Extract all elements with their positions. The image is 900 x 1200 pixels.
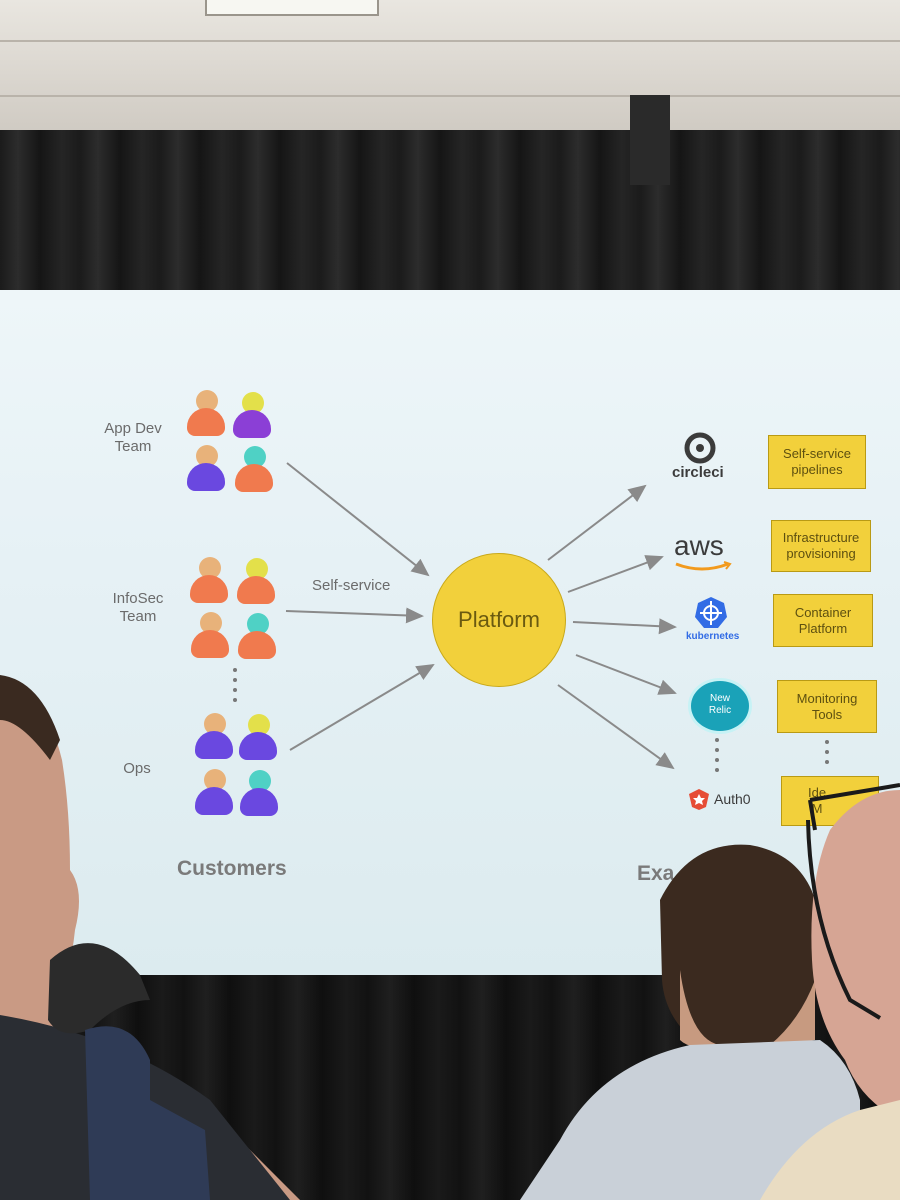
person-icon <box>237 558 277 606</box>
capability-line: Platform <box>798 620 848 636</box>
audience-shirt-right <box>760 1100 900 1200</box>
person-icon <box>238 613 278 661</box>
kubernetes-text: kubernetes <box>686 631 740 642</box>
arrow-platform-to-auth0 <box>557 684 675 770</box>
ceiling-grid-line <box>0 95 900 97</box>
person-icon <box>239 714 279 762</box>
ceiling <box>0 0 900 135</box>
platform-circle: Platform <box>432 553 566 687</box>
arrow-platform-to-kubernetes <box>572 618 677 635</box>
circleci-text: circleci <box>672 464 724 481</box>
aws-smile-icon <box>675 561 732 571</box>
ellipsis-dots <box>715 738 719 778</box>
customers-label: Customers <box>177 857 287 880</box>
capability-line: Infrastructure <box>782 530 860 545</box>
capability-line: pipelines <box>791 462 843 477</box>
ceiling-light <box>205 0 379 16</box>
new-relic-text-line: Relic <box>708 705 732 716</box>
capability-line: provisioning <box>786 546 856 561</box>
group-label-infosec: InfoSec Team <box>100 590 176 626</box>
new-relic-text: New Relic <box>691 693 749 717</box>
person-icon <box>195 713 235 761</box>
group-label-line: InfoSec <box>112 590 164 607</box>
group-label-line: Team <box>119 608 157 625</box>
person-icon <box>190 557 230 605</box>
capability-line: Container <box>794 604 852 620</box>
group-label-line: Team <box>114 438 152 455</box>
audience-person-cap <box>85 1026 210 1200</box>
kubernetes-icon <box>695 597 727 628</box>
audience-head-right <box>811 790 900 1120</box>
platform-label: Platform <box>458 607 540 632</box>
kubernetes-logo: kubernetes <box>684 595 744 645</box>
group-label-app-dev: App Dev Team <box>95 420 171 456</box>
arrow-appdev-to-platform <box>286 462 430 577</box>
self-service-label: Self-service <box>312 577 391 594</box>
examples-label: Exa <box>637 862 675 885</box>
capability-line: Self-service <box>783 446 851 461</box>
person-icon <box>233 392 273 440</box>
capability-line: Tools <box>811 706 843 722</box>
ceiling-beam <box>630 95 670 185</box>
ellipsis-dots <box>233 668 237 708</box>
curtain-top <box>0 130 900 290</box>
ceiling-grid-line <box>0 40 900 42</box>
audience-shirt-middle <box>520 1040 860 1200</box>
person-icon <box>187 445 227 493</box>
circleci-logo: circleci <box>670 432 740 484</box>
auth0-logo: Auth0 <box>688 788 758 814</box>
ellipsis-dots <box>825 740 829 770</box>
group-label-line: Ops <box>123 760 151 777</box>
new-relic-logo: New Relic <box>688 678 752 734</box>
aws-text: aws <box>674 530 724 561</box>
arrow-ops-to-platform <box>289 663 435 751</box>
arrow-platform-to-newrelic <box>575 654 677 695</box>
capability-line: Monitoring <box>796 690 858 706</box>
person-icon <box>240 770 280 818</box>
group-label-line: App Dev <box>104 420 162 437</box>
arrow-platform-to-circleci <box>547 484 647 561</box>
arrow-infosec-to-platform <box>285 607 424 624</box>
person-icon <box>191 612 231 660</box>
person-icon <box>187 390 227 438</box>
auth0-icon <box>689 789 709 810</box>
audience-glasses <box>806 783 900 1020</box>
capability-line: M <box>811 801 823 816</box>
person-icon <box>195 769 235 817</box>
audience-hair-left <box>0 675 60 760</box>
new-relic-text-line: New <box>709 693 730 704</box>
audience-head-middle <box>660 844 820 1045</box>
audience-cap <box>48 943 150 1034</box>
group-label-ops: Ops <box>112 760 162 778</box>
auth0-text: Auth0 <box>714 791 751 807</box>
aws-logo: aws <box>672 530 736 574</box>
person-icon <box>235 446 275 494</box>
circleci-icon <box>684 432 716 464</box>
arrow-platform-to-aws <box>567 555 664 593</box>
